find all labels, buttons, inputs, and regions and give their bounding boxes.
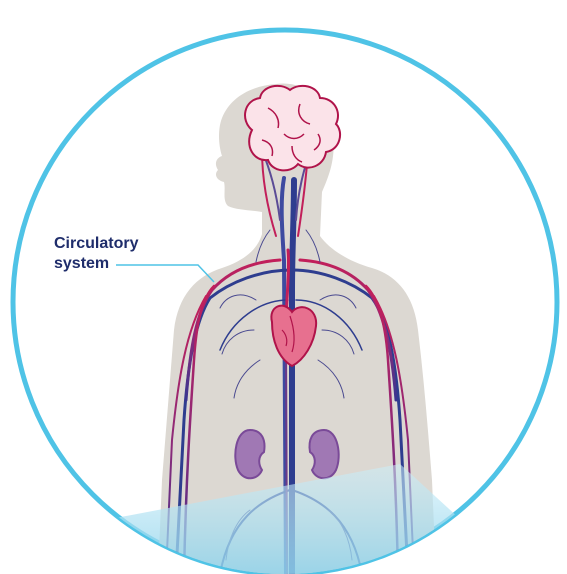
kidney-right <box>310 430 339 478</box>
kidney-left <box>235 430 264 478</box>
circulatory-system-label: Circulatory system <box>54 234 138 274</box>
